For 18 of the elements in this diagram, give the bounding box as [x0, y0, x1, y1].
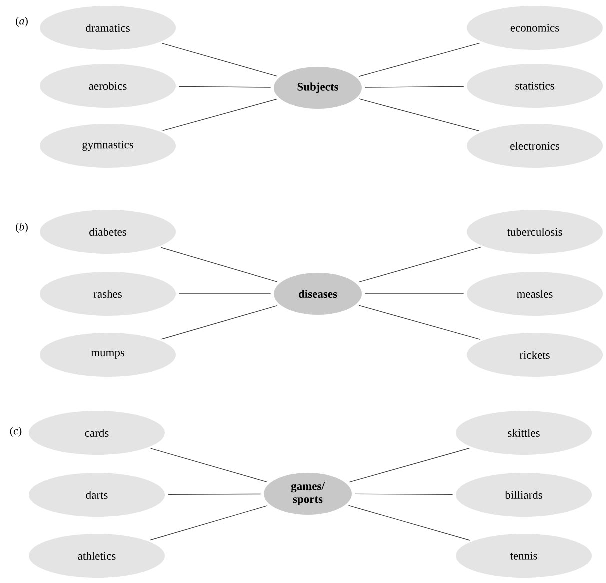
connector-line [364, 86, 464, 88]
part-label: (b) [16, 223, 28, 233]
connector-line [162, 99, 278, 132]
connector-line [359, 98, 480, 132]
connector-line [358, 305, 481, 340]
connector-line [348, 505, 470, 541]
connector-line [178, 86, 272, 88]
connector-line [354, 494, 454, 496]
connector-line [161, 247, 278, 282]
connector-line [162, 43, 278, 77]
connector-line [358, 247, 482, 283]
connector-line [348, 448, 470, 483]
connector-line [150, 448, 268, 483]
connector-line [168, 494, 262, 495]
connector-line [358, 42, 480, 77]
connector-line [150, 506, 268, 541]
connector-line [161, 305, 278, 340]
part-label: (a) [16, 17, 28, 27]
